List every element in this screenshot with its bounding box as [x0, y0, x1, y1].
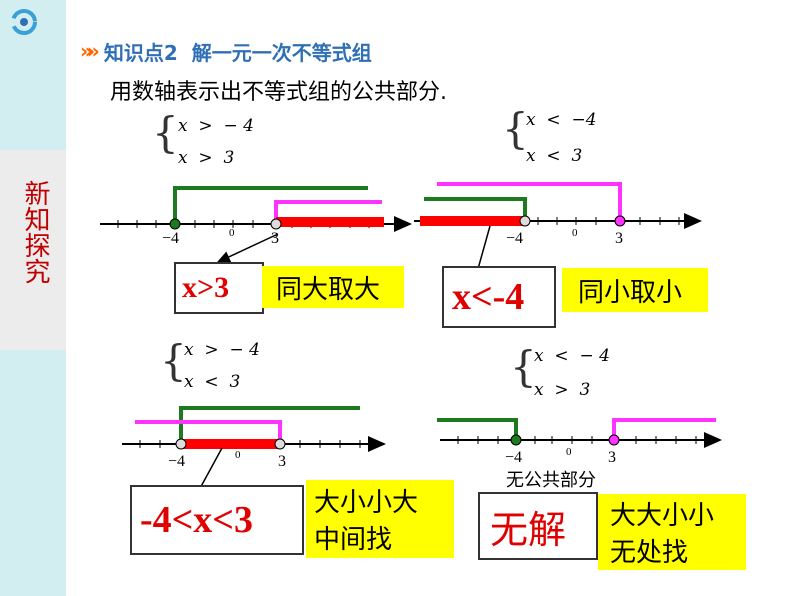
rule-text-line1: 大小小大: [314, 488, 419, 518]
range-line-green: [173, 186, 368, 224]
range-line-magenta: [612, 418, 716, 440]
section-title: 解一元一次不等式组: [191, 40, 372, 65]
number-line-1: [100, 186, 412, 263]
rule-text-line2: 无处找: [610, 538, 689, 568]
tick-label: 3: [278, 453, 286, 470]
point-marker: [270, 218, 282, 230]
tick-label: −4: [168, 453, 185, 470]
point-marker: [175, 438, 187, 450]
rule-box-3: 大小小大 中间找: [306, 480, 454, 558]
rule-box-4: 大大小小 无处找: [598, 494, 746, 570]
tick-label: 0: [229, 227, 235, 239]
section-label: 知识点2: [103, 40, 178, 65]
answer-text: 无解: [490, 507, 567, 552]
inequality-line: x < −4: [526, 110, 597, 130]
inequality-line: x > 3: [534, 380, 591, 400]
answer-text: -4<x<3: [140, 499, 253, 541]
answer-text: x>3: [182, 271, 230, 304]
tick-label: 0: [566, 446, 572, 458]
range-line-magenta: [437, 182, 622, 221]
tick-label: 3: [615, 230, 623, 247]
inequality-line: x > 3: [178, 148, 235, 168]
answer-box-3: -4<x<3: [130, 485, 304, 555]
range-line-green: [179, 406, 360, 444]
tick-label: −4: [162, 230, 179, 247]
rule-text: 同小取小: [578, 277, 683, 308]
sidebar-tab: [0, 150, 66, 350]
point-marker: [519, 215, 531, 227]
point-marker: [608, 434, 620, 446]
rule-text-line2: 中间找: [314, 525, 393, 555]
solution-bar: [276, 217, 384, 227]
point-marker: [169, 218, 181, 230]
tick-label: 0: [572, 227, 578, 239]
inequality-line: x < 3: [184, 372, 241, 392]
answer-box-4: 无解: [478, 492, 598, 560]
answer-box-1: x>3: [174, 262, 264, 314]
point-marker: [614, 215, 626, 227]
point-marker: [274, 438, 286, 450]
answer-box-2: x<-4: [442, 266, 556, 328]
brace-3: {: [160, 336, 187, 385]
tick-label: 0: [235, 449, 241, 461]
instruction-text: 用数轴表示出不等式组的公共部分.: [110, 80, 447, 105]
no-common-part-note: 无公共部分: [506, 470, 596, 491]
brace-2: {: [502, 104, 529, 153]
solution-bar: [181, 439, 280, 449]
rule-text: 同大取大: [276, 274, 381, 305]
answer-text: x<-4: [452, 276, 525, 318]
rule-box-1: 同大取大: [262, 266, 404, 308]
sidebar-label: 新知探究: [20, 180, 50, 284]
range-line-green: [437, 418, 518, 440]
range-line-green: [424, 197, 527, 221]
pointer-line: [197, 447, 223, 493]
tick-label: 3: [608, 449, 616, 466]
number-line-3: [122, 406, 386, 493]
solution-bar: [420, 216, 525, 226]
range-line-magenta: [274, 200, 382, 224]
number-line-2: [414, 182, 702, 277]
tick-label: −4: [506, 230, 523, 247]
logo-icon: [11, 9, 37, 35]
brace-1: {: [152, 108, 179, 157]
section-header: »» 知识点2 解一元一次不等式组: [80, 36, 372, 66]
brace-4: {: [510, 342, 537, 391]
rule-box-2: 同小取小: [562, 268, 708, 312]
pointer-arrow: [216, 233, 279, 263]
inequality-line: x < − 4: [534, 346, 610, 366]
point-marker: [510, 434, 522, 446]
inequality-line: x > − 4: [184, 340, 260, 360]
inequality-line: x > − 4: [178, 116, 254, 136]
range-line-magenta: [135, 420, 282, 444]
tick-label: −4: [505, 449, 522, 466]
number-line-4: [437, 418, 722, 448]
tick-label: 3: [271, 230, 279, 247]
inequality-line: x < 3: [526, 146, 583, 166]
rule-text-line1: 大大小小: [610, 501, 715, 531]
